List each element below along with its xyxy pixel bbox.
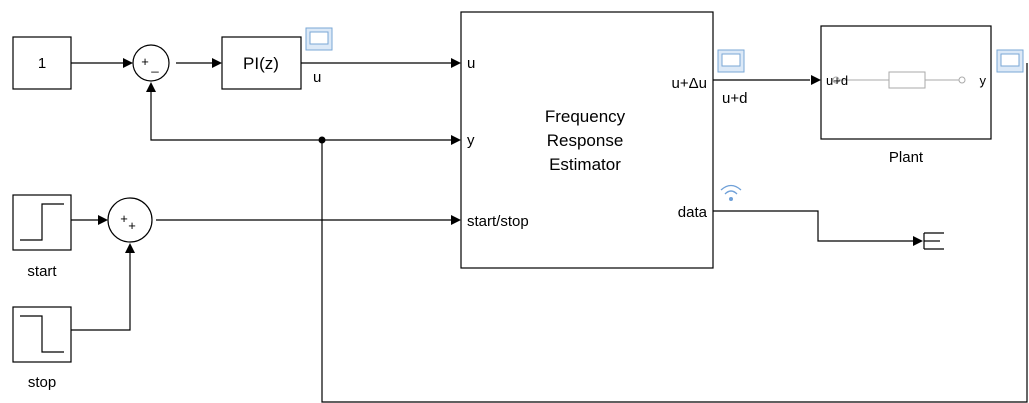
arrowhead (913, 236, 923, 246)
estimator-port-u: u (467, 55, 475, 72)
plant-subsystem-preview (832, 71, 966, 89)
frequency-response-estimator-block[interactable] (460, 11, 714, 269)
stop-step-label: stop (28, 374, 56, 391)
terminator-icon[interactable] (923, 232, 944, 250)
signal-label-u: u (313, 69, 321, 86)
estimator-title-line2: Response (547, 131, 624, 150)
signal-logging-icon[interactable] (305, 27, 333, 51)
wire-data-to-terminator[interactable] (713, 210, 913, 242)
step-down-icon (20, 315, 64, 353)
pi-controller-label: PI(z) (243, 54, 279, 73)
wireless-icon (720, 184, 742, 201)
estimator-title-line3: Estimator (549, 155, 621, 174)
arrowhead (212, 58, 222, 68)
arrowhead (146, 82, 156, 92)
estimator-port-start-stop: start/stop (467, 213, 529, 230)
arrowhead (98, 215, 108, 225)
signal-logging-icon[interactable] (996, 49, 1024, 73)
arrowhead (451, 135, 461, 145)
estimator-port-data: data (678, 204, 708, 221)
signal-label-u-plus-d: u+d (722, 90, 747, 107)
arrowhead (123, 58, 133, 68)
sum-sign-minus: _ (150, 58, 159, 73)
step-up-icon (20, 203, 64, 241)
arrowhead (451, 58, 461, 68)
plant-port-output: y (980, 73, 987, 88)
arrowhead (125, 243, 135, 253)
wire-stop-to-sum2[interactable] (71, 250, 131, 331)
branch-point (318, 136, 326, 144)
constant-value: 1 (38, 55, 46, 72)
sum2-sign-top: + (120, 211, 128, 226)
estimator-port-y: y (467, 132, 475, 149)
signal-logging-icon[interactable] (717, 49, 745, 73)
plant-port-input: u+d (826, 73, 848, 88)
wire-y-to-estimator[interactable] (150, 90, 453, 141)
estimator-title-line1: Frequency (545, 107, 626, 126)
sum-block-start-stop[interactable] (107, 197, 153, 243)
estimator-port-u-plus-delta-u: u+Δu (672, 75, 707, 92)
sum-sign-plus: + (141, 54, 149, 69)
plant-label: Plant (889, 149, 924, 166)
arrowhead (451, 215, 461, 225)
wire-y-feedback[interactable] (321, 63, 1028, 403)
constant-block[interactable] (12, 36, 72, 90)
start-step-label: start (27, 263, 57, 280)
pi-controller-block[interactable] (221, 36, 302, 90)
sum-block-error[interactable] (132, 44, 170, 82)
sum2-sign-bottom: + (128, 218, 136, 233)
arrowhead (811, 75, 821, 85)
